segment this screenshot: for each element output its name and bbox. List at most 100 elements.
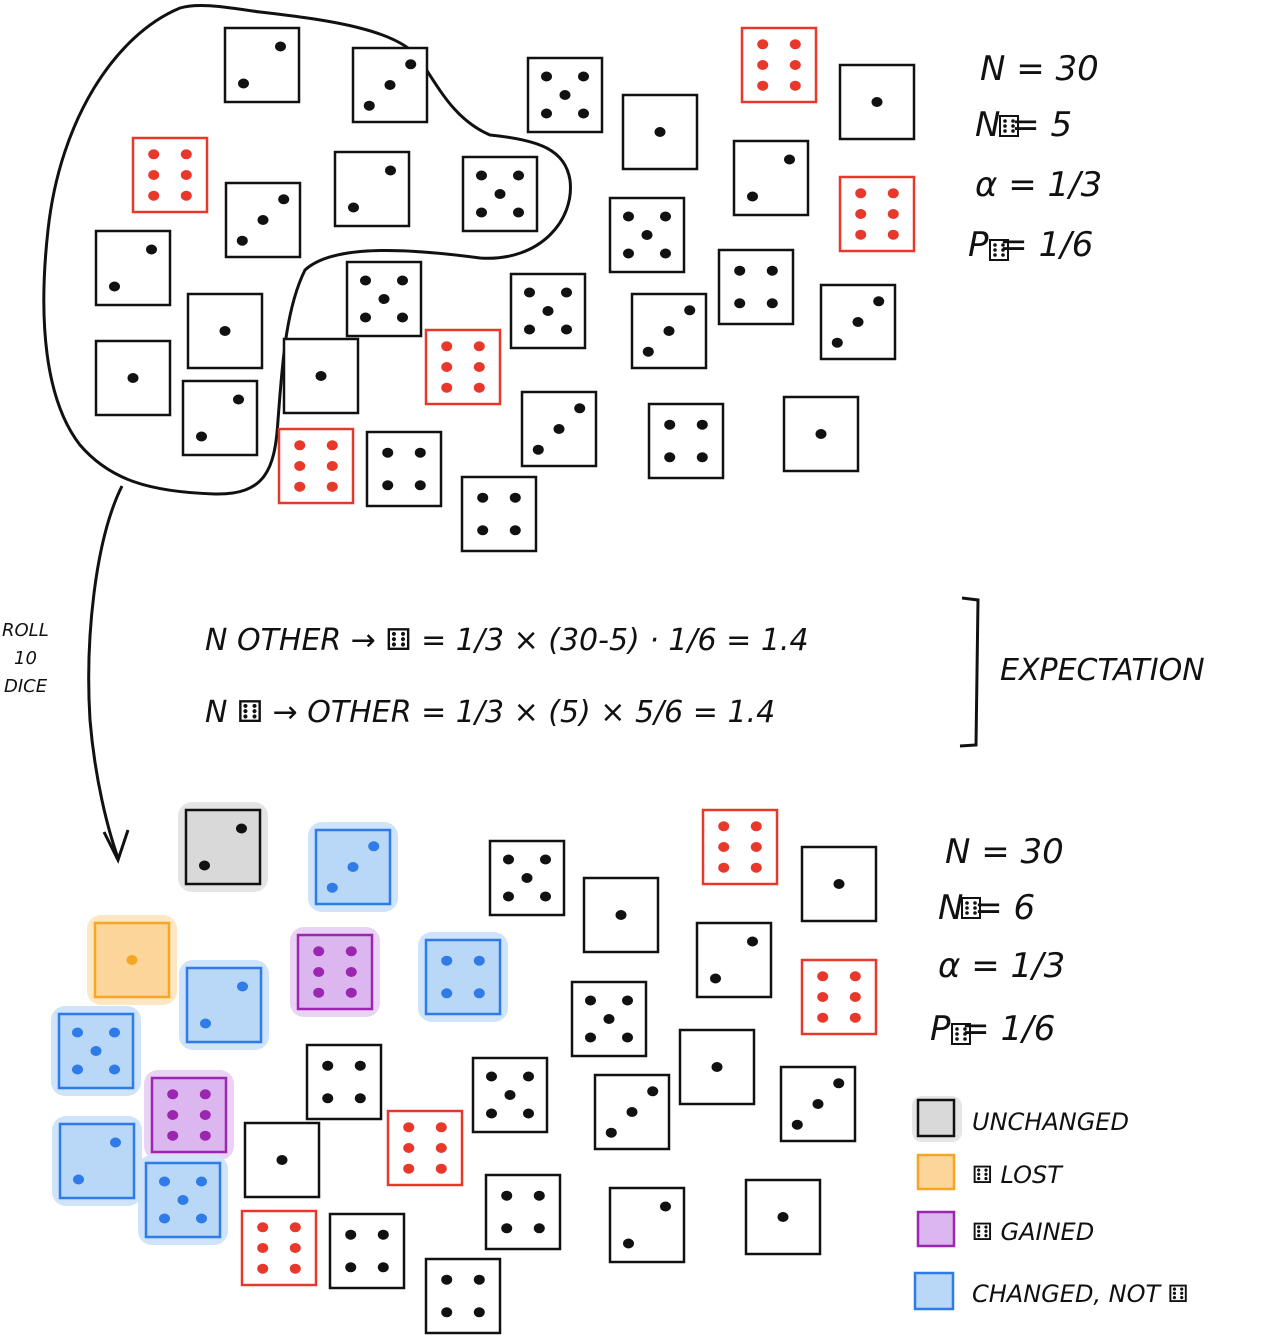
die-pip bbox=[441, 362, 453, 372]
die-pip bbox=[660, 248, 671, 259]
die-pip bbox=[360, 275, 371, 286]
die-pip bbox=[167, 1110, 179, 1120]
die-pip bbox=[473, 382, 485, 393]
roll-label-line-2: 10 bbox=[14, 648, 37, 669]
die-pip bbox=[623, 248, 634, 259]
die-pip bbox=[777, 1212, 789, 1222]
die-pip bbox=[435, 1163, 447, 1174]
die-pip bbox=[473, 341, 485, 352]
die-pip bbox=[403, 1163, 415, 1174]
die-face bbox=[181, 379, 259, 457]
die-pip bbox=[72, 1027, 83, 1038]
die-pip bbox=[441, 1274, 453, 1285]
die-pip bbox=[523, 1071, 534, 1082]
after-die-19-value-3 bbox=[779, 1065, 857, 1143]
stat-n: N = 30 bbox=[945, 832, 1064, 872]
after-die-14-value-5 bbox=[570, 980, 648, 1058]
die-face bbox=[240, 1209, 318, 1287]
stat-alpha: α = 1/3 bbox=[975, 165, 1102, 205]
after-die-27-value-1 bbox=[744, 1178, 822, 1256]
die-face bbox=[305, 1043, 383, 1121]
after-die-11-value-2 bbox=[179, 960, 269, 1050]
after-die-25-value-4 bbox=[484, 1173, 562, 1251]
before-die-16-value-1 bbox=[186, 292, 264, 370]
before-die-24-value-3 bbox=[520, 390, 598, 468]
die-pip bbox=[276, 1155, 288, 1165]
die-pip bbox=[750, 842, 762, 852]
expectation-equations: N OTHER → ⚅ = 1/3 × (30-5) · 1/6 = 1.4 N… bbox=[205, 596, 1205, 748]
die-pip bbox=[623, 1238, 634, 1249]
die-pip bbox=[477, 492, 489, 503]
die-pip bbox=[167, 1130, 179, 1141]
die-pip bbox=[109, 281, 120, 292]
die-face bbox=[800, 958, 878, 1036]
die-pip bbox=[397, 275, 408, 286]
die-pip bbox=[109, 1064, 120, 1075]
die-pip bbox=[791, 1119, 803, 1130]
die-pip bbox=[750, 862, 762, 873]
before-die-29-value-4 bbox=[647, 402, 725, 480]
after-die-21-value-2 bbox=[52, 1116, 142, 1206]
die-face bbox=[184, 808, 262, 886]
die-pip bbox=[855, 229, 867, 240]
die-pip bbox=[180, 190, 192, 201]
die-face bbox=[277, 427, 355, 505]
die-pip bbox=[524, 287, 535, 298]
after-die-7-value-1 bbox=[87, 915, 177, 1005]
die-pip bbox=[501, 1223, 513, 1234]
six-die-icon bbox=[961, 897, 981, 919]
die-face bbox=[223, 26, 301, 104]
die-pip bbox=[766, 298, 778, 309]
die-pip bbox=[354, 1060, 366, 1071]
die-pip bbox=[501, 1190, 513, 1201]
die-pip bbox=[718, 862, 730, 873]
die-face bbox=[94, 229, 172, 307]
die-pip bbox=[441, 341, 453, 352]
die-pip bbox=[747, 191, 758, 202]
after-die-17-value-5 bbox=[471, 1056, 549, 1134]
die-pip bbox=[441, 382, 453, 393]
die-pip bbox=[647, 1086, 659, 1097]
die-face bbox=[732, 139, 810, 217]
roll-arrow bbox=[87, 485, 124, 859]
die-pip bbox=[322, 1093, 334, 1104]
die-pip bbox=[177, 1195, 189, 1205]
die-pip bbox=[654, 127, 666, 137]
die-pip bbox=[199, 1110, 211, 1120]
expectation-label: EXPECTATION bbox=[1000, 653, 1205, 688]
die-pip bbox=[148, 149, 160, 160]
die-pip bbox=[238, 78, 249, 89]
before-die-21-value-1 bbox=[94, 339, 172, 417]
die-face bbox=[150, 1076, 228, 1154]
die-pip bbox=[237, 981, 248, 992]
equation-six-to-other: N ⚅ → OTHER = 1/3 × (5) × 5/6 = 1.4 bbox=[205, 695, 775, 730]
die-pip bbox=[473, 362, 485, 372]
after-die-26-value-2 bbox=[608, 1186, 686, 1264]
die-pip bbox=[384, 80, 396, 90]
die-pip bbox=[126, 955, 138, 965]
before-die-27-value-1 bbox=[782, 395, 860, 473]
dice-population-before bbox=[94, 26, 916, 553]
die-pip bbox=[849, 992, 861, 1002]
die-pip bbox=[766, 265, 778, 276]
die-pip bbox=[196, 1176, 207, 1187]
die-pip bbox=[513, 170, 524, 181]
die-pip bbox=[441, 1307, 453, 1318]
legend-item-lost: ⚅ LOST bbox=[916, 1153, 1064, 1191]
die-pip bbox=[441, 955, 453, 966]
die-pip bbox=[294, 481, 306, 492]
die-pip bbox=[789, 80, 801, 91]
die-pip bbox=[849, 971, 861, 982]
die-pip bbox=[278, 194, 290, 205]
stats-after: N = 30 N = 6 α = 1/3 P = 1/6 bbox=[930, 832, 1065, 1049]
die-pip bbox=[385, 165, 396, 176]
after-die-13-value-5 bbox=[51, 1006, 141, 1096]
die-pip bbox=[504, 1090, 516, 1100]
die-pip bbox=[710, 973, 721, 984]
die-face bbox=[424, 328, 502, 406]
before-die-4-value-6 bbox=[740, 26, 818, 104]
die-face bbox=[484, 1173, 562, 1251]
before-die-23-value-6 bbox=[424, 328, 502, 406]
die-pip bbox=[660, 1201, 671, 1212]
die-pip bbox=[405, 59, 417, 70]
